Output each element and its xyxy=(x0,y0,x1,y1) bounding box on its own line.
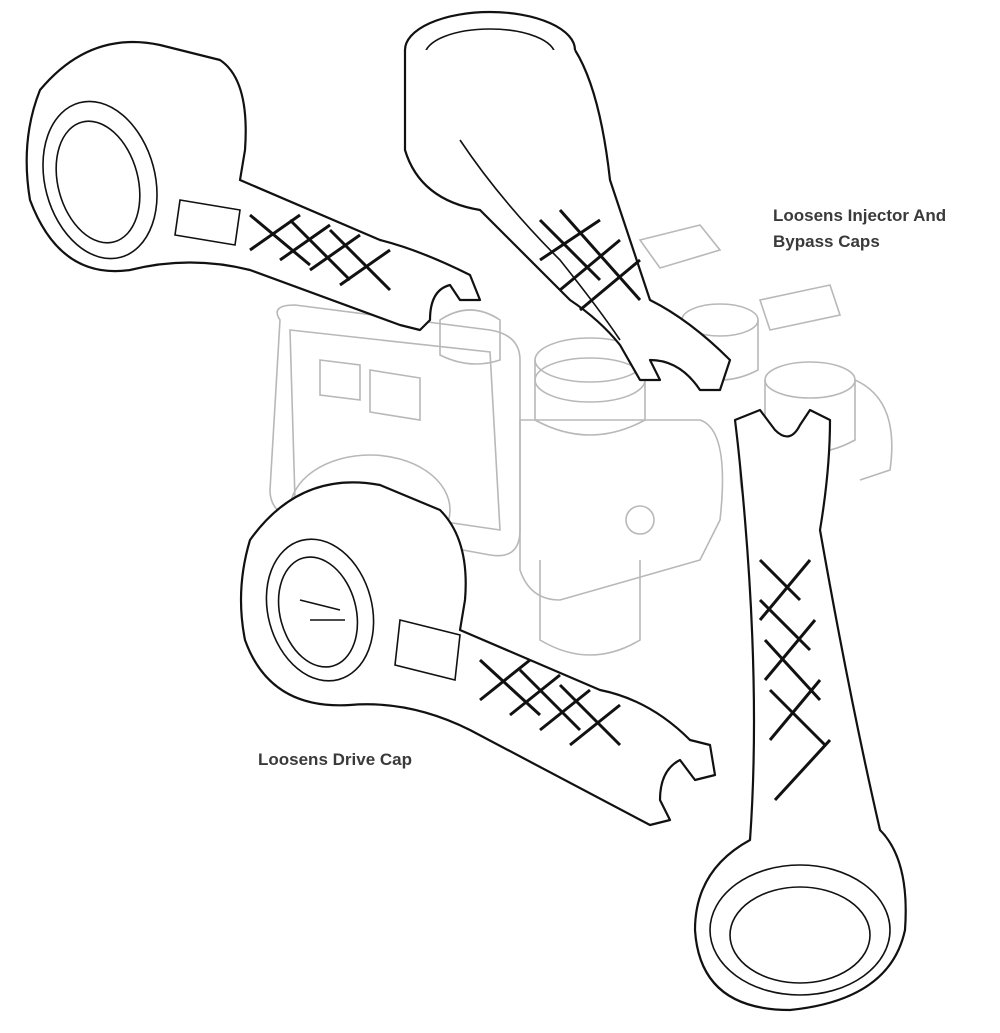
label-drive-cap: Loosens Drive Cap xyxy=(258,750,412,769)
wrench-top-center xyxy=(403,10,732,392)
label-injector-bypass-line2: Bypass Caps xyxy=(773,232,880,251)
label-injector-bypass-caps: Loosens Injector And Bypass Caps xyxy=(773,203,946,255)
wrench-top-left xyxy=(25,40,482,332)
label-injector-bypass-line1: Loosens Injector And xyxy=(773,206,947,225)
wrench-bottom-center xyxy=(239,481,717,827)
wrench-right xyxy=(693,408,907,1012)
